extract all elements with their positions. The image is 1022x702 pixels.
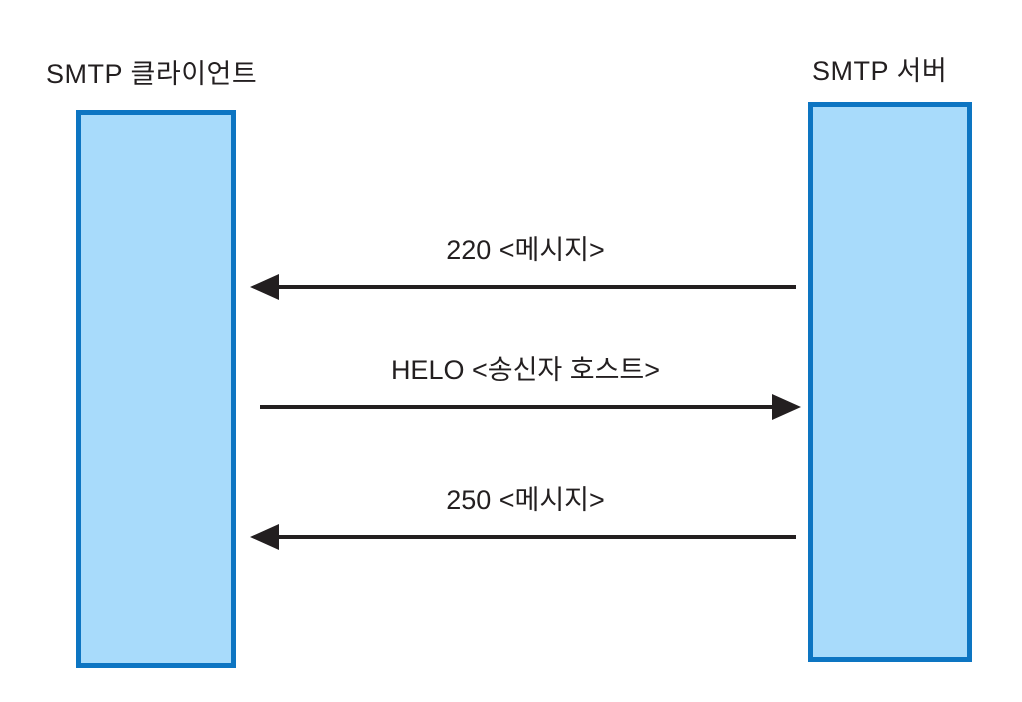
message-row-helo: HELO <송신자 호스트> xyxy=(250,354,801,420)
server-lifeline-box xyxy=(808,102,972,662)
arrow-shaft xyxy=(274,285,796,289)
message-label: HELO <송신자 호스트> xyxy=(390,355,661,385)
message-label: 250 <메시지> xyxy=(446,485,605,515)
arrow-shaft xyxy=(260,405,777,409)
client-title: SMTP 클라이언트 xyxy=(46,59,258,89)
arrow-left-icon xyxy=(250,524,801,550)
client-lifeline-box xyxy=(76,110,236,668)
message-label: 220 <메시지> xyxy=(446,235,605,265)
message-row-250: 250 <메시지> xyxy=(250,484,801,550)
arrow-left-icon xyxy=(250,274,801,300)
arrow-shaft xyxy=(274,535,796,539)
arrow-right-icon xyxy=(250,394,801,420)
server-title: SMTP 서버 xyxy=(812,56,948,86)
message-row-220: 220 <메시지> xyxy=(250,234,801,300)
